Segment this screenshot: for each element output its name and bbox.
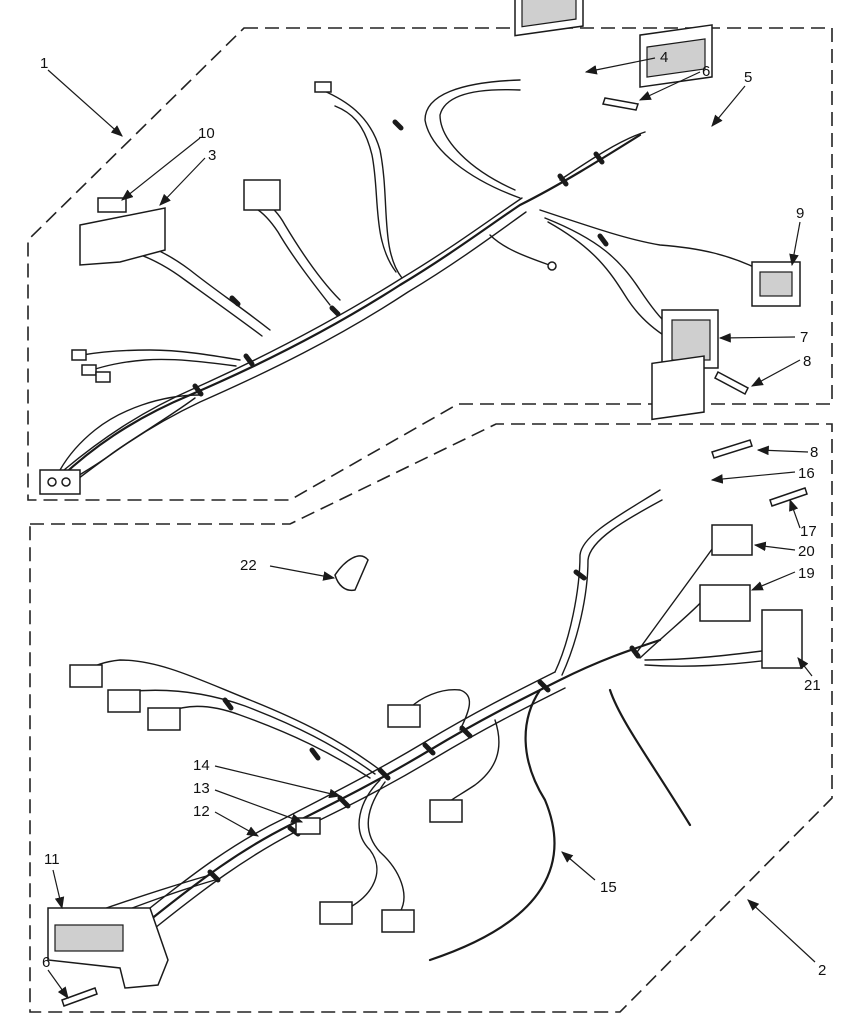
callout-5: 5 (744, 69, 752, 86)
connector-lower-left (39, 469, 81, 495)
callout-4: 4 (660, 49, 668, 66)
upper-assembly-boundary (27, 27, 833, 501)
connector-21 (761, 609, 803, 669)
spade-conn-f (319, 901, 353, 925)
callout-7: 7 (800, 329, 808, 346)
terminal-17 (769, 487, 808, 507)
spade-conn-d (387, 704, 421, 728)
lower-assembly-boundary (29, 423, 833, 1013)
terminal-8-lower (711, 439, 753, 459)
callout-11: 11 (44, 851, 60, 868)
connector-16 (651, 355, 705, 421)
bracket-3 (79, 207, 166, 266)
spade-terminal-top (314, 81, 332, 93)
callout-1: 1 (40, 55, 48, 72)
callout-17: 17 (800, 523, 817, 540)
clip-13 (295, 817, 321, 835)
clip-10 (97, 197, 127, 213)
terminal-6-upper (602, 97, 639, 111)
callout-13: 13 (193, 780, 210, 797)
callout-20: 20 (798, 543, 815, 560)
spade-conn-g (381, 909, 415, 933)
callout-labels: 1 10 3 4 6 5 9 7 8 8 16 17 20 19 21 22 1… (40, 49, 826, 979)
connector-top (243, 179, 281, 211)
spade-conn-b (107, 689, 141, 713)
callout-19: 19 (798, 565, 815, 582)
callout-10: 10 (198, 125, 215, 142)
callout-9: 9 (796, 205, 804, 222)
upper-connectors (39, 0, 801, 495)
callout-21: 21 (804, 677, 821, 694)
spade-conn-e (429, 799, 463, 823)
terminal-6-lower (61, 987, 98, 1007)
callout-12: 12 (193, 803, 210, 820)
upper-harness (58, 79, 761, 486)
callout-8a: 8 (803, 353, 811, 370)
lower-connectors (47, 355, 808, 1007)
terminal-8-upper (714, 370, 749, 396)
callout-2: 2 (818, 962, 826, 979)
connector-19 (699, 584, 751, 622)
spade-conn-c (147, 707, 181, 731)
callout-6a: 6 (702, 63, 710, 80)
spade-conn-a (69, 664, 103, 688)
connector-20 (711, 524, 753, 556)
callout-8b: 8 (810, 444, 818, 461)
callout-leaders (47, 57, 816, 999)
callout-14: 14 (193, 757, 210, 774)
callout-6b: 6 (42, 954, 50, 971)
callout-16: 16 (798, 465, 815, 482)
lower-harness (84, 489, 771, 962)
clip-22 (334, 555, 369, 592)
callout-3: 3 (208, 147, 216, 164)
callout-15: 15 (600, 879, 617, 896)
callout-22: 22 (240, 557, 257, 574)
